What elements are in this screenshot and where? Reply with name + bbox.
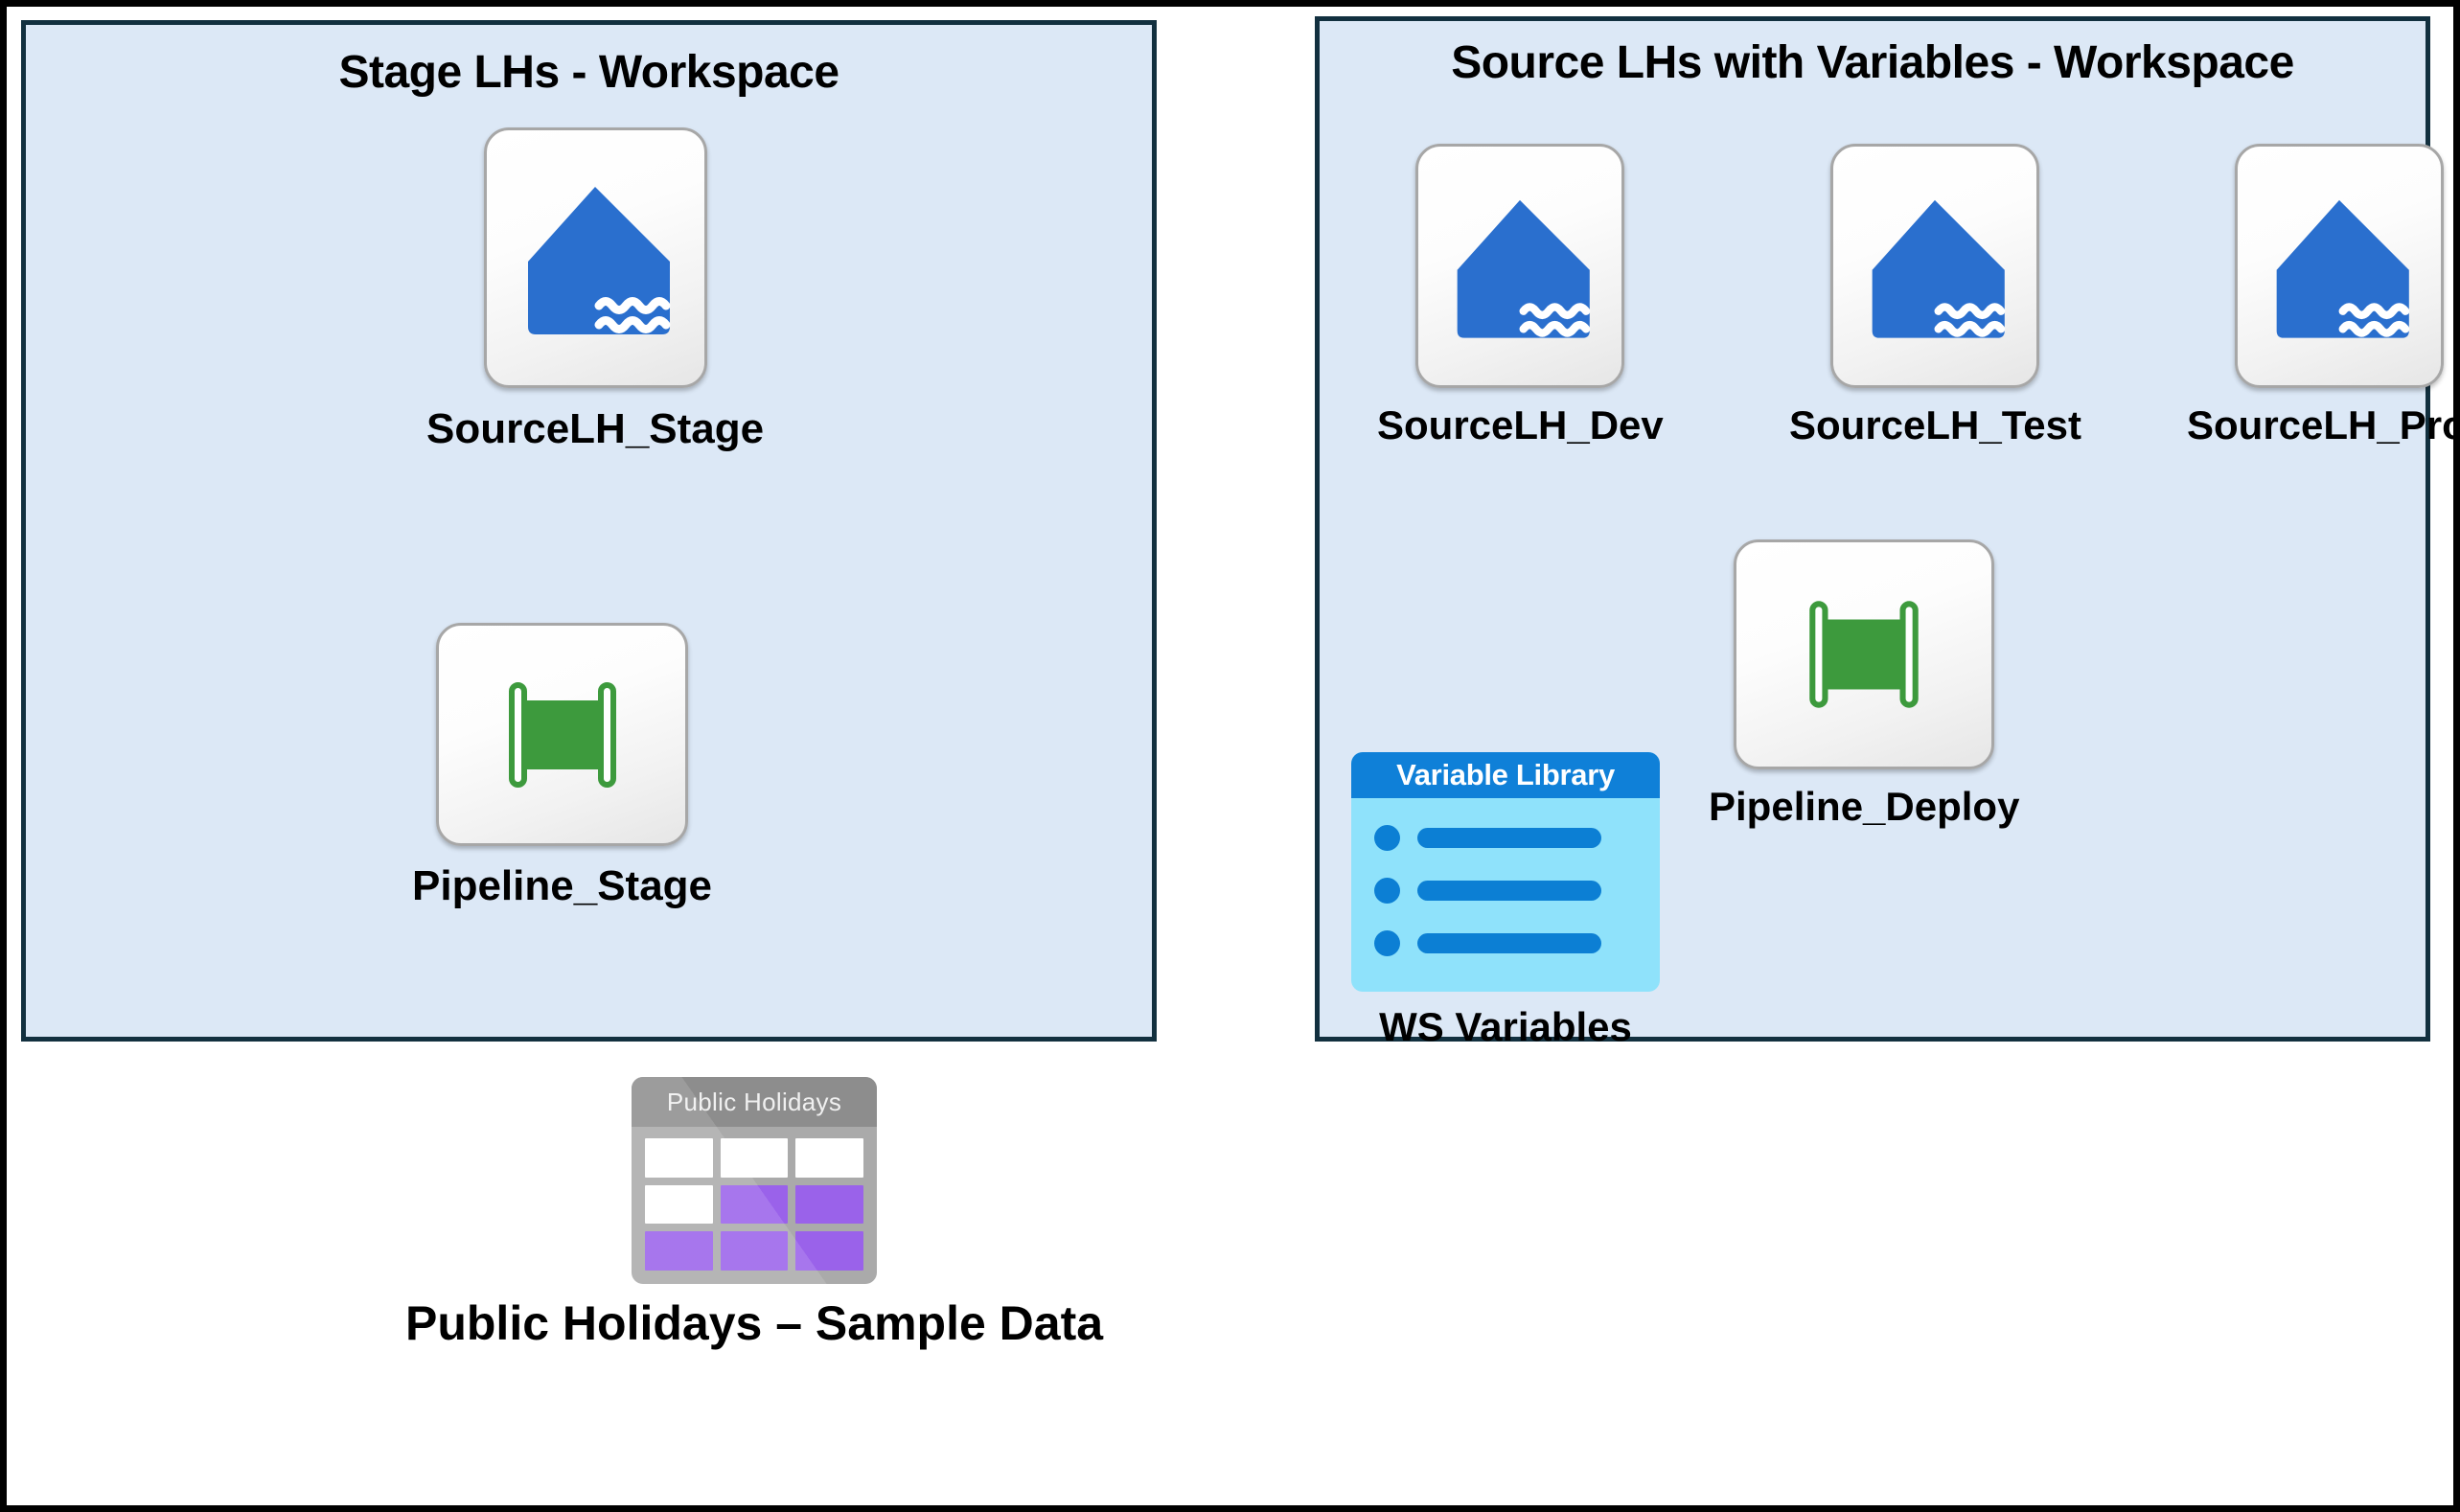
- table-cell: [795, 1231, 863, 1271]
- lakehouse-glyph: [1873, 199, 2006, 338]
- bullet-icon: [1374, 878, 1400, 904]
- workspace-panel-stage: Stage LHs - Workspace SourceLH_Stage: [21, 20, 1157, 1042]
- item-pipeline-deploy[interactable]: Pipeline_Deploy: [1709, 539, 2019, 827]
- variable-library-rows: [1351, 798, 1660, 956]
- pipeline-glyph: [508, 681, 616, 788]
- pipeline-icon[interactable]: [436, 623, 688, 846]
- item-label-public-holidays: Public Holidays – Sample Data: [405, 1296, 1104, 1350]
- variable-library-row: [1374, 825, 1639, 851]
- table-cell: [720, 1231, 789, 1271]
- table-icon-grid: [632, 1127, 877, 1284]
- lakehouse-glyph: [2276, 199, 2409, 338]
- table-cell: [720, 1138, 789, 1178]
- table-cell: [645, 1184, 713, 1225]
- lakehouse-glyph: [528, 187, 671, 334]
- panel-title-stage: Stage LHs - Workspace: [338, 47, 839, 98]
- item-sourcelh-prod[interactable]: SourceLH_Prod: [2187, 144, 2460, 446]
- lakehouse-icon[interactable]: [483, 127, 707, 388]
- variable-bar: [1417, 881, 1601, 901]
- table-icon-title: Public Holidays: [666, 1087, 842, 1116]
- item-ws-variables[interactable]: Variable Library: [1351, 752, 1660, 1047]
- table-cell: [720, 1184, 789, 1225]
- workspace-panel-source: Source LHs with Variables - Workspace So…: [1315, 16, 2460, 1047]
- item-label-pipeline-stage: Pipeline_Stage: [412, 862, 713, 909]
- table-cell: [645, 1231, 713, 1271]
- item-sourcelh-test[interactable]: SourceLH_Test: [1789, 144, 2081, 446]
- item-label-sourcelh-prod: SourceLH_Prod: [2187, 402, 2460, 447]
- item-sourcelh-stage[interactable]: SourceLH_Stage: [426, 127, 764, 450]
- panel-title-source: Source LHs with Variables - Workspace: [1451, 37, 2294, 88]
- item-label-sourcelh-stage: SourceLH_Stage: [426, 405, 765, 452]
- pipeline-icon[interactable]: [1734, 539, 1995, 769]
- table-cell: [645, 1138, 713, 1178]
- lakehouse-glyph: [1458, 199, 1591, 338]
- lakehouse-icon[interactable]: [1830, 144, 2040, 388]
- variable-library-row: [1374, 930, 1639, 956]
- lakehouse-icon[interactable]: [1415, 144, 1625, 388]
- item-label-sourcelh-test: SourceLH_Test: [1789, 402, 2081, 447]
- lakehouse-icon[interactable]: [2234, 144, 2444, 388]
- item-label-ws-variables: WS Variables: [1379, 1004, 1632, 1049]
- table-icon[interactable]: Public Holidays: [632, 1077, 878, 1284]
- variable-library-header: Variable Library: [1351, 752, 1660, 798]
- item-public-holidays[interactable]: Public Holidays Public Holidays – Sample…: [405, 1077, 1103, 1347]
- item-label-pipeline-deploy: Pipeline_Deploy: [1709, 784, 2020, 829]
- variable-library-title: Variable Library: [1396, 758, 1615, 791]
- table-cell: [795, 1138, 863, 1178]
- item-label-sourcelh-dev: SourceLH_Dev: [1377, 402, 1664, 447]
- table-icon-header: Public Holidays: [632, 1077, 878, 1127]
- variable-bar: [1417, 933, 1601, 953]
- variable-bar: [1417, 828, 1601, 848]
- bullet-icon: [1374, 930, 1400, 956]
- pipeline-glyph: [1809, 601, 1919, 708]
- variable-library-icon[interactable]: Variable Library: [1351, 752, 1660, 992]
- bullet-icon: [1374, 825, 1400, 851]
- item-sourcelh-dev[interactable]: SourceLH_Dev: [1377, 144, 1664, 446]
- item-pipeline-stage[interactable]: Pipeline_Stage: [412, 623, 712, 907]
- variable-library-row: [1374, 878, 1639, 904]
- table-cell: [795, 1184, 863, 1225]
